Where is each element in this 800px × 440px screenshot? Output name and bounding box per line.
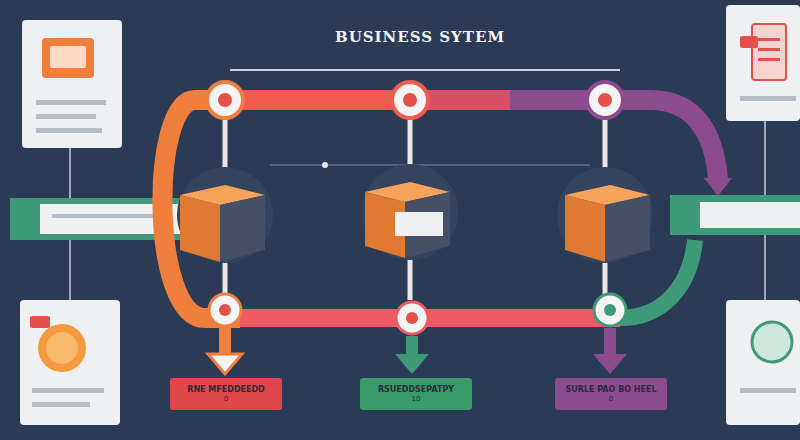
flow-band bbox=[240, 309, 620, 327]
node-badge bbox=[207, 82, 243, 118]
badge-icon bbox=[604, 304, 616, 316]
cube-side bbox=[180, 195, 220, 262]
side-card bbox=[22, 20, 122, 148]
connector-line bbox=[764, 235, 766, 300]
cube bbox=[557, 167, 653, 263]
arrow-shaft bbox=[604, 328, 616, 356]
card-line bbox=[52, 214, 162, 218]
flow-band bbox=[420, 90, 510, 110]
card-line bbox=[758, 58, 780, 61]
badge-icon bbox=[598, 93, 612, 107]
cube bbox=[177, 167, 273, 263]
card-icon bbox=[752, 24, 786, 80]
box-number: 0 bbox=[224, 395, 228, 403]
card-line bbox=[32, 388, 104, 393]
down-arrow bbox=[593, 328, 627, 374]
card-icon bbox=[46, 332, 78, 364]
box-label: RNE MFEDDEEDD bbox=[187, 385, 265, 395]
card-line bbox=[740, 388, 796, 393]
box-label: SURLE PAO BO HEEL bbox=[565, 385, 656, 395]
side-card bbox=[726, 300, 800, 425]
cube bbox=[362, 164, 458, 260]
guide-line bbox=[270, 165, 590, 166]
card-line bbox=[32, 402, 90, 407]
cube-halo bbox=[177, 167, 273, 263]
cube-label-card bbox=[395, 212, 443, 236]
connector-line bbox=[69, 148, 71, 198]
node-badge bbox=[392, 82, 428, 118]
card-icon bbox=[30, 316, 50, 328]
card-line bbox=[758, 48, 780, 51]
result-box: RNE MFEDDEEDD0 bbox=[170, 378, 282, 410]
stem-lines bbox=[225, 118, 605, 300]
band-arrowhead bbox=[704, 178, 732, 196]
node-badge bbox=[396, 302, 428, 334]
cube-side bbox=[565, 195, 605, 262]
card-icon bbox=[752, 322, 792, 362]
node-badge bbox=[594, 294, 626, 326]
node-badge bbox=[209, 294, 241, 326]
card-line bbox=[36, 100, 106, 105]
cube-halo bbox=[362, 164, 458, 260]
side-card bbox=[726, 5, 800, 121]
side-card bbox=[20, 300, 120, 425]
badge-icon bbox=[219, 304, 231, 316]
top-rule bbox=[230, 69, 620, 71]
cube-side bbox=[220, 195, 265, 262]
box-number: 0 bbox=[609, 395, 613, 403]
card-icon bbox=[50, 46, 86, 68]
result-box: SURLE PAO BO HEEL0 bbox=[555, 378, 667, 410]
down-arrow bbox=[395, 336, 429, 374]
card-icon bbox=[38, 324, 86, 372]
node-badge bbox=[587, 82, 623, 118]
cube-side bbox=[605, 195, 650, 262]
arrow-head bbox=[395, 354, 429, 374]
guide-dot bbox=[322, 162, 328, 168]
connector-line bbox=[764, 121, 766, 195]
arrow-head bbox=[593, 354, 627, 374]
arrow-shaft bbox=[406, 336, 418, 356]
connector-line bbox=[69, 240, 71, 300]
card-icon bbox=[740, 36, 758, 48]
card-line bbox=[36, 114, 96, 119]
badge-icon bbox=[218, 93, 232, 107]
side-bar bbox=[670, 195, 800, 235]
card-icon bbox=[42, 38, 94, 78]
box-number: 10 bbox=[412, 395, 421, 403]
arrow-shaft bbox=[219, 328, 231, 356]
diagram-title: BUSINESS SYTEM bbox=[300, 28, 540, 46]
badge-icon bbox=[406, 312, 418, 324]
badge-icon bbox=[403, 93, 417, 107]
result-box: RSUEDDSEPATPY10 bbox=[360, 378, 472, 410]
side-bar-panel bbox=[700, 202, 800, 228]
cube-halo bbox=[557, 167, 653, 263]
card-line bbox=[758, 38, 780, 41]
arrow-head bbox=[208, 354, 242, 374]
box-label: RSUEDDSEPATPY bbox=[378, 385, 454, 395]
card-line bbox=[740, 96, 796, 101]
down-arrow bbox=[208, 328, 242, 374]
card-line bbox=[36, 128, 102, 133]
